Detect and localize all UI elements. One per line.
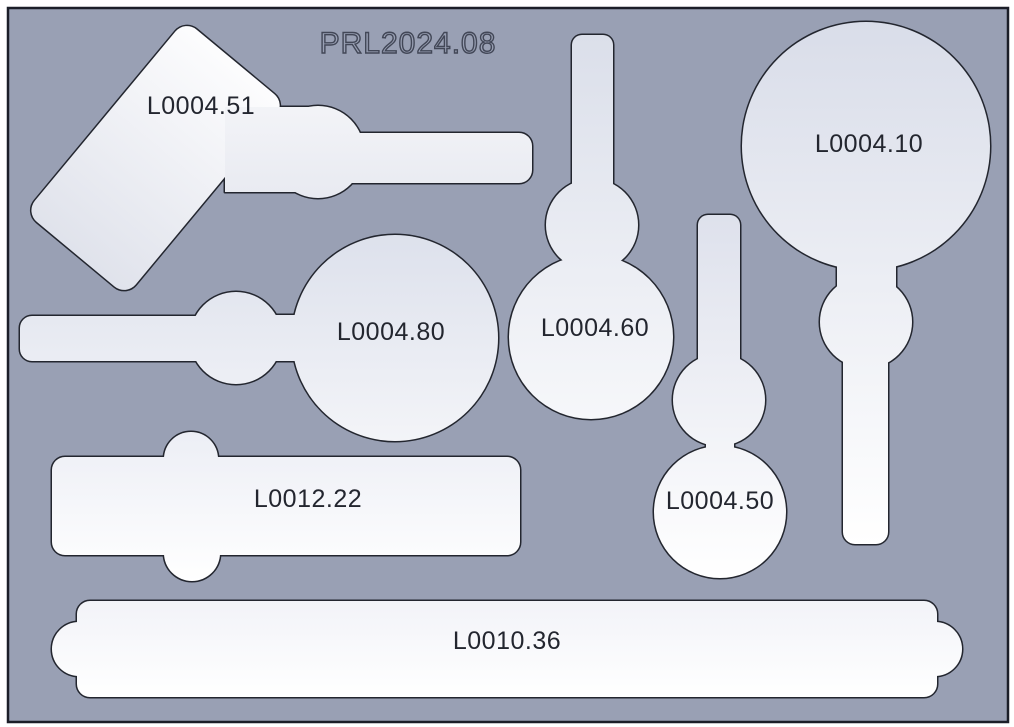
pocket-l0004-50: L0004.50 xyxy=(652,213,788,580)
pocket-l0004-10: L0004.10 xyxy=(740,20,992,546)
pocket-l0004-10-label: L0004.10 xyxy=(815,130,923,158)
pocket-l0004-60: L0004.60 xyxy=(507,33,675,421)
pocket-l0012-22: L0012.22 xyxy=(50,430,522,583)
pocket-l0010-36-label: L0010.36 xyxy=(453,627,561,655)
pocket-l0004-80-label: L0004.80 xyxy=(337,318,445,346)
pocket-l0004-50-label: L0004.50 xyxy=(666,487,774,515)
pocket-l0004-51: L0004.51 xyxy=(23,18,534,298)
pocket-l0004-80: L0004.80 xyxy=(18,233,500,443)
pocket-l0004-60-label: L0004.60 xyxy=(541,314,649,342)
pocket-l0004-51-label: L0004.51 xyxy=(147,92,255,120)
pocket-l0010-36: L0010.36 xyxy=(50,599,964,699)
tray-title: PRL2024.08 xyxy=(320,27,497,60)
pocket-l0012-22-label: L0012.22 xyxy=(254,485,362,513)
